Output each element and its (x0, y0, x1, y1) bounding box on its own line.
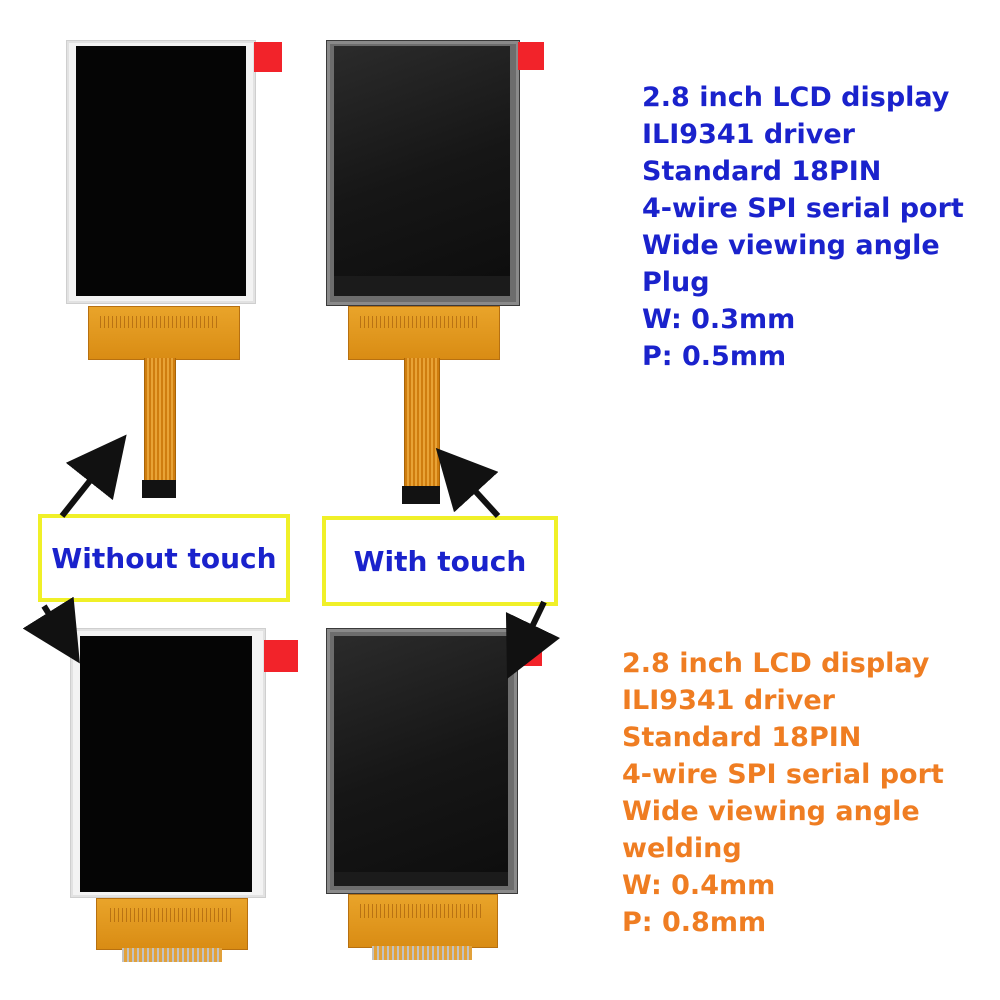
label-with-touch-text: With touch (353, 544, 527, 578)
spec-item: Wide viewing angle (642, 230, 940, 261)
label-with-touch: With touch (322, 516, 558, 606)
flex-cable-traces (100, 316, 220, 328)
arrow-down-left-icon (22, 596, 80, 664)
lcd-plug-no-touch (64, 38, 284, 500)
spec-item: Standard 18PIN (642, 156, 882, 187)
arrow-up-left-icon (59, 434, 127, 518)
spec-item: 2.8 inch LCD display (642, 82, 950, 113)
spec-item: welding (622, 833, 742, 864)
solder-pins (122, 948, 222, 962)
lcd-welding-no-touch (70, 628, 302, 968)
spec-list-welding: 2.8 inch LCD display ILI9341 driver Stan… (622, 645, 944, 941)
protective-tab-icon (254, 42, 282, 72)
flex-connector (402, 486, 440, 504)
arrow-up-middle-icon (435, 447, 501, 519)
label-without-touch: Without touch (38, 514, 290, 602)
lcd-screen (76, 46, 246, 296)
spec-item: ILI9341 driver (642, 119, 855, 150)
spec-item: Standard 18PIN (622, 722, 862, 753)
flex-cable-traces (360, 316, 480, 328)
lcd-bottom-strip (334, 872, 508, 886)
flex-cable-pcb (348, 894, 498, 948)
solder-pins (372, 946, 472, 960)
spec-item: P: 0.5mm (642, 341, 787, 372)
flex-cable-traces (110, 908, 232, 922)
spec-list-plug: 2.8 inch LCD display ILI9341 driver Stan… (642, 79, 964, 375)
spec-item: W: 0.3mm (642, 304, 796, 335)
label-without-touch-text: Without touch (51, 541, 277, 575)
lcd-bottom-strip (334, 276, 510, 296)
spec-item: 4-wire SPI serial port (622, 759, 944, 790)
spec-item: P: 0.8mm (622, 907, 767, 938)
spec-item: Plug (642, 267, 710, 298)
spec-item: Wide viewing angle (622, 796, 920, 827)
spec-item: ILI9341 driver (622, 685, 835, 716)
spec-item: 4-wire SPI serial port (642, 193, 964, 224)
flex-cable-head (348, 306, 500, 360)
flex-cable-pcb (96, 898, 248, 950)
lcd-screen (334, 46, 510, 276)
spec-item: W: 0.4mm (622, 870, 776, 901)
lcd-plug-touch (326, 38, 548, 508)
arrow-down-middle-icon (505, 600, 561, 680)
lcd-screen (334, 636, 508, 872)
protective-tab-icon (518, 42, 544, 70)
flex-cable-tail (404, 358, 440, 486)
flex-connector (142, 480, 176, 498)
flex-cable-traces (360, 904, 484, 918)
flex-cable-head (88, 306, 240, 360)
flex-cable-tail (144, 358, 176, 480)
spec-item: 2.8 inch LCD display (622, 648, 930, 679)
lcd-screen (80, 636, 252, 892)
protective-tab-icon (264, 640, 298, 672)
